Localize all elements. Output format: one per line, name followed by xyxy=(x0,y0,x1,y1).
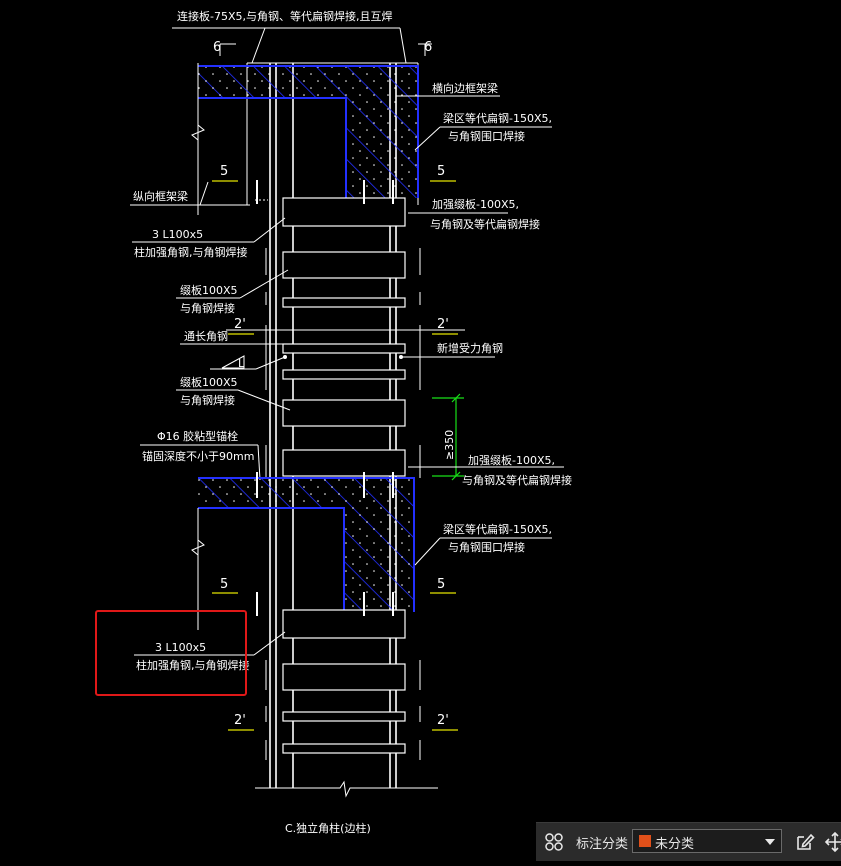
angle-top-label: 3 L100x5 xyxy=(152,228,203,241)
batten-2-label: 缀板100X5 xyxy=(180,375,238,389)
longitudinal-beam-right-label: 横向边框架梁 xyxy=(432,81,498,95)
upper-beam-zone xyxy=(198,65,419,198)
annotation-category-select[interactable]: 未分类 xyxy=(632,829,782,853)
spacing-label: ≥350 xyxy=(443,430,456,460)
new-angle-label: 新增受力角钢 xyxy=(437,341,503,355)
beam-zone-flat-top-label: 梁区等代扁钢-150X5, xyxy=(443,111,552,125)
weld-6-right: 6 xyxy=(424,40,432,55)
dim2-a: 2' xyxy=(234,317,246,332)
batten-1-label: 缀板100X5 xyxy=(180,283,238,297)
annotation-category-label: 标注分类 xyxy=(576,837,629,852)
lower-battens xyxy=(282,609,406,754)
category-color-swatch xyxy=(639,835,651,847)
weld-6-left: 6 xyxy=(213,40,221,55)
annotation-toolbar: 标注分类 未分类 xyxy=(536,822,841,861)
lower-beam-zone xyxy=(198,477,415,612)
selection-highlight xyxy=(95,610,247,696)
beam-zone-flat-bot-label: 梁区等代扁钢-150X5, xyxy=(443,522,552,536)
anchor-label-2: 锚固深度不小于90mm xyxy=(142,449,254,463)
dim2-d: 2' xyxy=(437,713,449,728)
beam-zone-flat-bot-label-2: 与角钢围口焊接 xyxy=(448,540,525,554)
spacing-dimension: ≥350 xyxy=(432,393,464,481)
longitudinal-beam-left-label: 纵向框架梁 xyxy=(133,189,188,203)
batten-2-label-2: 与角钢焊接 xyxy=(180,393,235,407)
angle-top-label-2: 柱加强角钢,与角钢焊接 xyxy=(134,245,248,259)
top-note-label: 连接板-75X5,与角钢、等代扁钢焊接,且互焊 xyxy=(177,9,393,23)
long-angle-label: 通长角钢 xyxy=(184,330,228,343)
stiffener-mid-label-2: 与角钢及等代扁钢焊接 xyxy=(462,473,572,487)
chevron-down-icon xyxy=(765,839,775,845)
angle-bot-label-2: 柱加强角钢,与角钢焊接 xyxy=(136,658,250,672)
annotation-category-value: 未分类 xyxy=(655,837,695,852)
dim2-c: 2' xyxy=(234,713,246,728)
batten-1-label-2: 与角钢焊接 xyxy=(180,301,235,315)
dim5-d: 5 xyxy=(437,577,445,592)
grid-icon[interactable] xyxy=(544,832,564,852)
dim5-a: 5 xyxy=(220,164,228,179)
dim2-b: 2' xyxy=(437,317,449,332)
anchor-label: Φ16 胶粘型锚栓 xyxy=(157,429,238,443)
upper-battens xyxy=(282,197,406,477)
angle-bot-label: 3 L100x5 xyxy=(155,641,206,654)
dim5-c: 5 xyxy=(220,577,228,592)
move-icon[interactable] xyxy=(824,831,841,853)
caption: C.独立角柱(边柱) xyxy=(285,821,371,835)
stiffener-mid-label: 加强缀板-100X5, xyxy=(468,453,555,467)
stiffener-top-label: 加强缀板-100X5, xyxy=(432,197,519,211)
dim5-b: 5 xyxy=(437,164,445,179)
angle-symbol: L xyxy=(238,357,245,370)
beam-zone-flat-top-label-2: 与角钢围口焊接 xyxy=(448,129,525,143)
stiffener-top-label-2: 与角钢及等代扁钢焊接 xyxy=(430,217,540,231)
edit-icon[interactable] xyxy=(794,831,816,853)
